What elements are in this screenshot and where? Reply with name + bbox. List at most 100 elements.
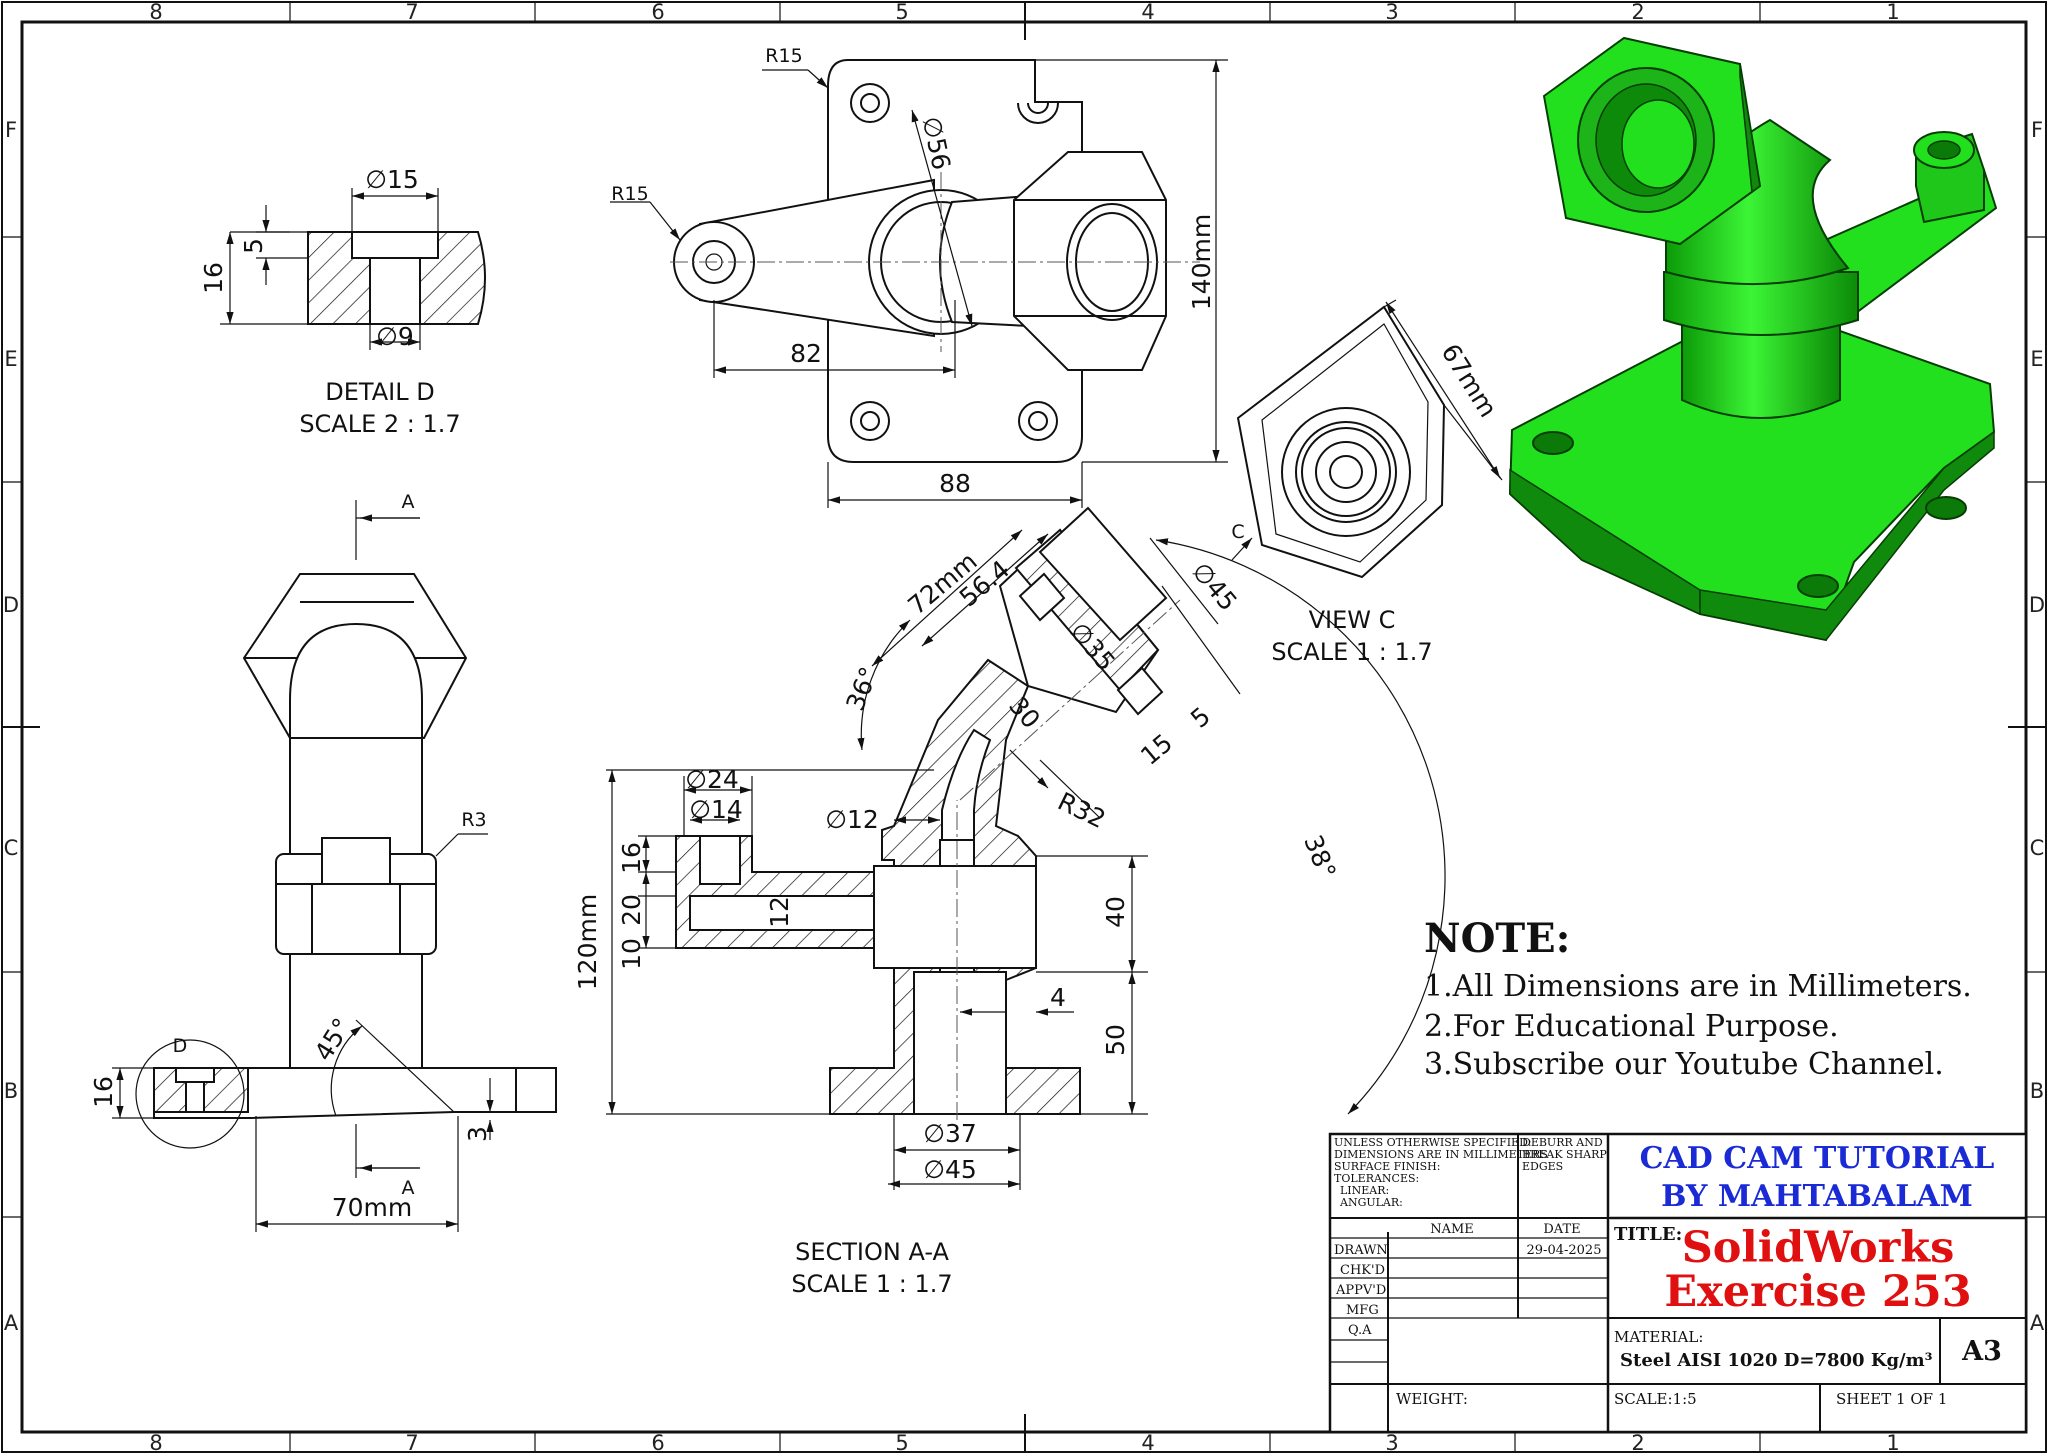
zone-labels: 8 7 6 5 4 3 2 1 8 7 6 5 4 3 2 1 F E D C … — [3, 0, 2045, 1454]
zone-row-d: D — [3, 593, 19, 617]
view-c-title: VIEW C — [1309, 606, 1396, 634]
tb-row-mfg: MFG — [1346, 1303, 1379, 1318]
tb-deburr-2: BREAK SHARP — [1522, 1148, 1607, 1161]
tb-material: Steel AISI 1020 D=7800 Kg/m³ — [1620, 1350, 1933, 1371]
section-aa-title: SECTION A-A — [795, 1238, 949, 1266]
tb-spec-4: TOLERANCES: — [1334, 1172, 1419, 1185]
tb-sheet-size: A3 — [1961, 1336, 2002, 1367]
section-aa-height-120: 120mm — [573, 894, 602, 990]
tb-deburr-3: EDGES — [1522, 1160, 1563, 1173]
zone-col-3-bottom: 3 — [1385, 1431, 1398, 1454]
top-view-hex-nut — [1013, 151, 1167, 371]
detail-d-scale: SCALE 2 : 1.7 — [299, 410, 460, 438]
detail-d-depth5: 5 — [239, 238, 268, 254]
section-aa-radius-32: R32 — [1053, 787, 1110, 835]
tb-spec-5: LINEAR: — [1340, 1184, 1389, 1197]
zone-col-8-bottom: 8 — [149, 1431, 162, 1454]
side-view-r3: R3 — [461, 809, 486, 831]
note-line-2: 2.For Educational Purpose. — [1424, 1009, 1839, 1044]
tb-row-appvd: APPV'D — [1335, 1283, 1386, 1298]
note-heading: NOTE: — [1424, 915, 1570, 962]
section-aa-16: 16 — [617, 842, 646, 874]
side-view: A A D R3 45° 16 70mm 3 — [89, 491, 557, 1232]
detail-d-dia9: ∅9 — [376, 322, 414, 351]
notes-block: NOTE: 1.All Dimensions are in Millimeter… — [1424, 915, 1972, 1082]
zone-col-6: 6 — [651, 0, 664, 24]
side-view-width-70: 70mm — [332, 1193, 413, 1222]
section-aa-scale: SCALE 1 : 1.7 — [791, 1270, 952, 1298]
tb-material-label: MATERIAL: — [1614, 1328, 1703, 1346]
section-aa-dia-14: ∅14 — [689, 795, 743, 824]
section-aa-dia-12: ∅12 — [825, 805, 879, 834]
detail-d-hole — [369, 257, 421, 325]
tb-spec-2: DIMENSIONS ARE IN MILLIMETERS — [1334, 1148, 1548, 1161]
side-view-depth-3: 3 — [463, 1126, 492, 1142]
section-aa-20: 20 — [617, 894, 646, 926]
zone-col-5: 5 — [895, 0, 908, 24]
zone-col-4: 4 — [1141, 0, 1154, 24]
tb-deburr-1: DEBURR AND — [1522, 1136, 1603, 1149]
tb-col-date: DATE — [1543, 1222, 1580, 1237]
note-line-3: 3.Subscribe our Youtube Channel. — [1424, 1047, 1944, 1082]
section-aa-40: 40 — [1101, 896, 1130, 928]
section-aa-15: 15 — [1135, 728, 1178, 771]
zone-row-b-right: B — [2030, 1079, 2044, 1103]
section-aa-dia-24: ∅24 — [685, 765, 739, 794]
tb-title-label: TITLE: — [1614, 1224, 1682, 1245]
model-lower-pipe — [1681, 309, 1841, 419]
zone-row-f-right: F — [2031, 118, 2043, 142]
zone-col-4-bottom: 4 — [1141, 1431, 1154, 1454]
zone-col-3: 3 — [1385, 0, 1398, 24]
side-view-section-arrow-bottom: A — [402, 1177, 415, 1199]
tb-row-qa: Q.A — [1348, 1323, 1372, 1338]
note-line-1: 1.All Dimensions are in Millimeters. — [1424, 969, 1972, 1004]
section-aa-dia-45-bottom: ∅45 — [923, 1155, 977, 1184]
tb-spec-1: UNLESS OTHERWISE SPECIFIED: — [1334, 1136, 1532, 1149]
tb-title-line-1: SolidWorks — [1682, 1223, 1955, 1273]
section-aa-thickness-4: 4 — [1050, 983, 1066, 1012]
section-aa-angle-38: 38° — [1298, 831, 1341, 883]
zone-col-2: 2 — [1631, 0, 1644, 24]
zone-col-2-bottom: 2 — [1631, 1431, 1644, 1454]
side-view-detail-circle — [135, 1039, 245, 1149]
section-aa-dia-45-top: ∅45 — [1186, 557, 1243, 617]
isometric-model — [1508, 36, 1998, 642]
zone-col-6-bottom: 6 — [651, 1431, 664, 1454]
tb-company-line-2: BY MAHTABALAM — [1661, 1179, 1973, 1214]
zone-col-7-bottom: 7 — [405, 1431, 418, 1454]
tb-sheet-number: SHEET 1 OF 1 — [1836, 1390, 1947, 1408]
detail-d-height16: 16 — [199, 262, 228, 294]
detail-d-dia15: ∅15 — [365, 165, 419, 194]
tb-col-name: NAME — [1430, 1222, 1474, 1237]
zone-col-1: 1 — [1886, 0, 1899, 24]
model-flange-ring — [1663, 271, 1859, 336]
top-view-height-140: 140mm — [1187, 214, 1216, 310]
side-view-section-arrow-top: A — [402, 491, 415, 513]
zone-row-c-right: C — [2030, 836, 2045, 860]
zone-col-1-bottom: 1 — [1886, 1431, 1899, 1454]
top-view-r15-left: R15 — [611, 183, 648, 205]
side-view-height-16: 16 — [89, 1076, 118, 1108]
top-view-mount-holes — [850, 83, 1059, 441]
top-view: 88 140mm 82 ∅56 R15 R15 — [610, 45, 1228, 508]
zone-row-e-right: E — [2030, 347, 2043, 371]
section-aa-5: 5 — [1185, 701, 1216, 733]
zone-row-e: E — [4, 347, 17, 371]
view-c-arrow-label: C — [1231, 521, 1244, 543]
section-aa-50: 50 — [1101, 1024, 1130, 1056]
section-aa-angle-36: 36° — [840, 663, 883, 715]
top-view-len-82: 82 — [790, 339, 822, 368]
zone-col-7: 7 — [405, 0, 418, 24]
side-view-detail-label: D — [173, 1035, 188, 1057]
tb-spec-6: ANGULAR: — [1339, 1196, 1403, 1209]
view-c-hex-67: 67mm — [1436, 339, 1503, 423]
zone-row-f: F — [5, 118, 17, 142]
top-view-width-88: 88 — [939, 469, 971, 498]
tb-drawn-date: 29-04-2025 — [1527, 1243, 1602, 1258]
zone-row-b: B — [4, 1079, 18, 1103]
detail-d-counterbore — [351, 231, 439, 259]
section-a-a: 120mm 40 50 4 16 20 10 12 ∅24 ∅14 ∅12 ∅3… — [573, 506, 1446, 1298]
section-aa-12-slot: 12 — [765, 896, 794, 928]
